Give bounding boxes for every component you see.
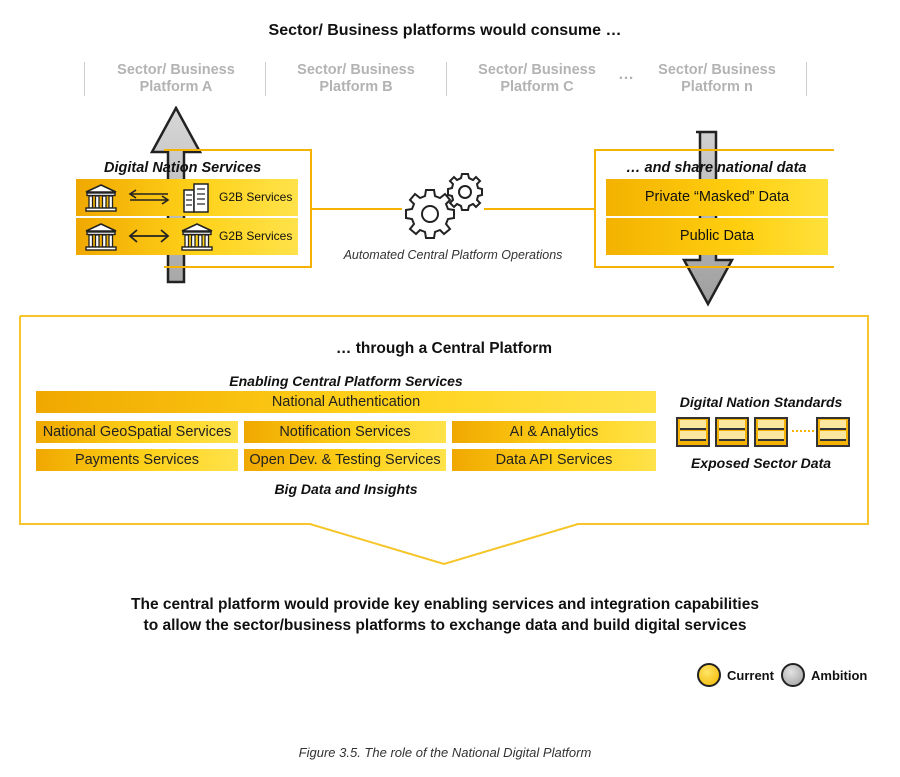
platform-a: Sector/ Business Platform A bbox=[86, 62, 266, 96]
platform-n-line1: Sector/ Business bbox=[658, 62, 776, 78]
data-api-services: Data API Services bbox=[452, 449, 656, 471]
platform-a-line1: Sector/ Business bbox=[117, 62, 235, 78]
server-icon bbox=[754, 417, 788, 447]
exposed-sector-data: Exposed Sector Data bbox=[690, 455, 832, 471]
current-legend-swatch bbox=[697, 663, 721, 687]
platform-b-line1: Sector/ Business bbox=[297, 62, 415, 78]
platform-divider bbox=[84, 62, 85, 96]
private-masked-data: Private “Masked” Data bbox=[606, 179, 828, 216]
share-national-data-title: … and share national data bbox=[626, 160, 807, 176]
platform-n: Sector/ Business Platform n bbox=[627, 62, 807, 96]
bracket-line bbox=[594, 266, 834, 268]
g2b-row: G2B Services bbox=[76, 179, 298, 216]
server-icon bbox=[816, 417, 850, 447]
bidirectional-arrow-icon bbox=[128, 229, 170, 243]
ai-analytics: AI & Analytics bbox=[452, 421, 656, 443]
platform-a-line2: Platform A bbox=[139, 79, 213, 95]
ambition-legend-swatch bbox=[781, 663, 805, 687]
figure-caption: Figure 3.5. The role of the National Dig… bbox=[298, 745, 592, 760]
g2g-row: G2B Services bbox=[76, 218, 298, 255]
connector-line bbox=[310, 208, 402, 210]
digital-nation-standards-title: Digital Nation Standards bbox=[679, 394, 843, 410]
g2g-label: G2B Services bbox=[219, 229, 293, 243]
government-building-icon bbox=[181, 223, 213, 251]
central-platform-title: … through a Central Platform bbox=[335, 340, 553, 357]
conclusion-line1: The central platform would provide key e… bbox=[131, 596, 759, 613]
bracket-line bbox=[164, 266, 312, 268]
automated-operations-label: Automated Central Platform Operations bbox=[343, 248, 563, 262]
payments-services: Payments Services bbox=[36, 449, 238, 471]
g2b-label: G2B Services bbox=[219, 190, 293, 204]
current-legend-label: Current bbox=[727, 668, 774, 683]
gears-icon bbox=[405, 173, 483, 239]
platform-c-line2: Platform C bbox=[500, 79, 574, 95]
public-data: Public Data bbox=[606, 218, 828, 255]
open-dev-testing-services: Open Dev. & Testing Services bbox=[244, 449, 446, 471]
notification-services: Notification Services bbox=[244, 421, 446, 443]
server-icon bbox=[676, 417, 710, 447]
server-icon bbox=[715, 417, 749, 447]
bidirectional-arrow-icon bbox=[128, 189, 170, 205]
bracket-line bbox=[594, 149, 834, 151]
platform-n-line2: Platform n bbox=[681, 79, 753, 95]
conclusion-line2: to allow the sector/business platforms t… bbox=[143, 617, 747, 634]
conclusion: The central platform would provide key e… bbox=[0, 594, 890, 636]
platform-divider bbox=[806, 62, 807, 96]
national-authentication: National Authentication bbox=[36, 391, 656, 413]
top-heading: Sector/ Business platforms would consume… bbox=[268, 22, 622, 39]
geospatial-services: National GeoSpatial Services bbox=[36, 421, 238, 443]
platform-ellipsis: … bbox=[618, 66, 634, 83]
digital-nation-services-title: Digital Nation Services bbox=[104, 160, 262, 176]
bracket-line bbox=[594, 149, 596, 268]
central-platform-frame bbox=[19, 315, 869, 566]
connector-line bbox=[484, 208, 594, 210]
platform-divider bbox=[265, 62, 266, 96]
platform-c: Sector/ Business Platform C bbox=[447, 62, 627, 96]
platform-b: Sector/ Business Platform B bbox=[266, 62, 446, 96]
platform-c-line1: Sector/ Business bbox=[478, 62, 596, 78]
platform-b-line2: Platform B bbox=[319, 79, 393, 95]
big-data-insights: Big Data and Insights bbox=[274, 481, 418, 497]
platform-divider bbox=[446, 62, 447, 96]
office-building-icon bbox=[183, 183, 209, 213]
enabling-services-title: Enabling Central Platform Services bbox=[229, 373, 463, 389]
government-building-icon bbox=[85, 184, 117, 212]
dotted-connector bbox=[792, 430, 814, 432]
ambition-legend-label: Ambition bbox=[811, 668, 868, 683]
government-building-icon bbox=[85, 223, 117, 251]
bracket-line bbox=[164, 149, 312, 151]
